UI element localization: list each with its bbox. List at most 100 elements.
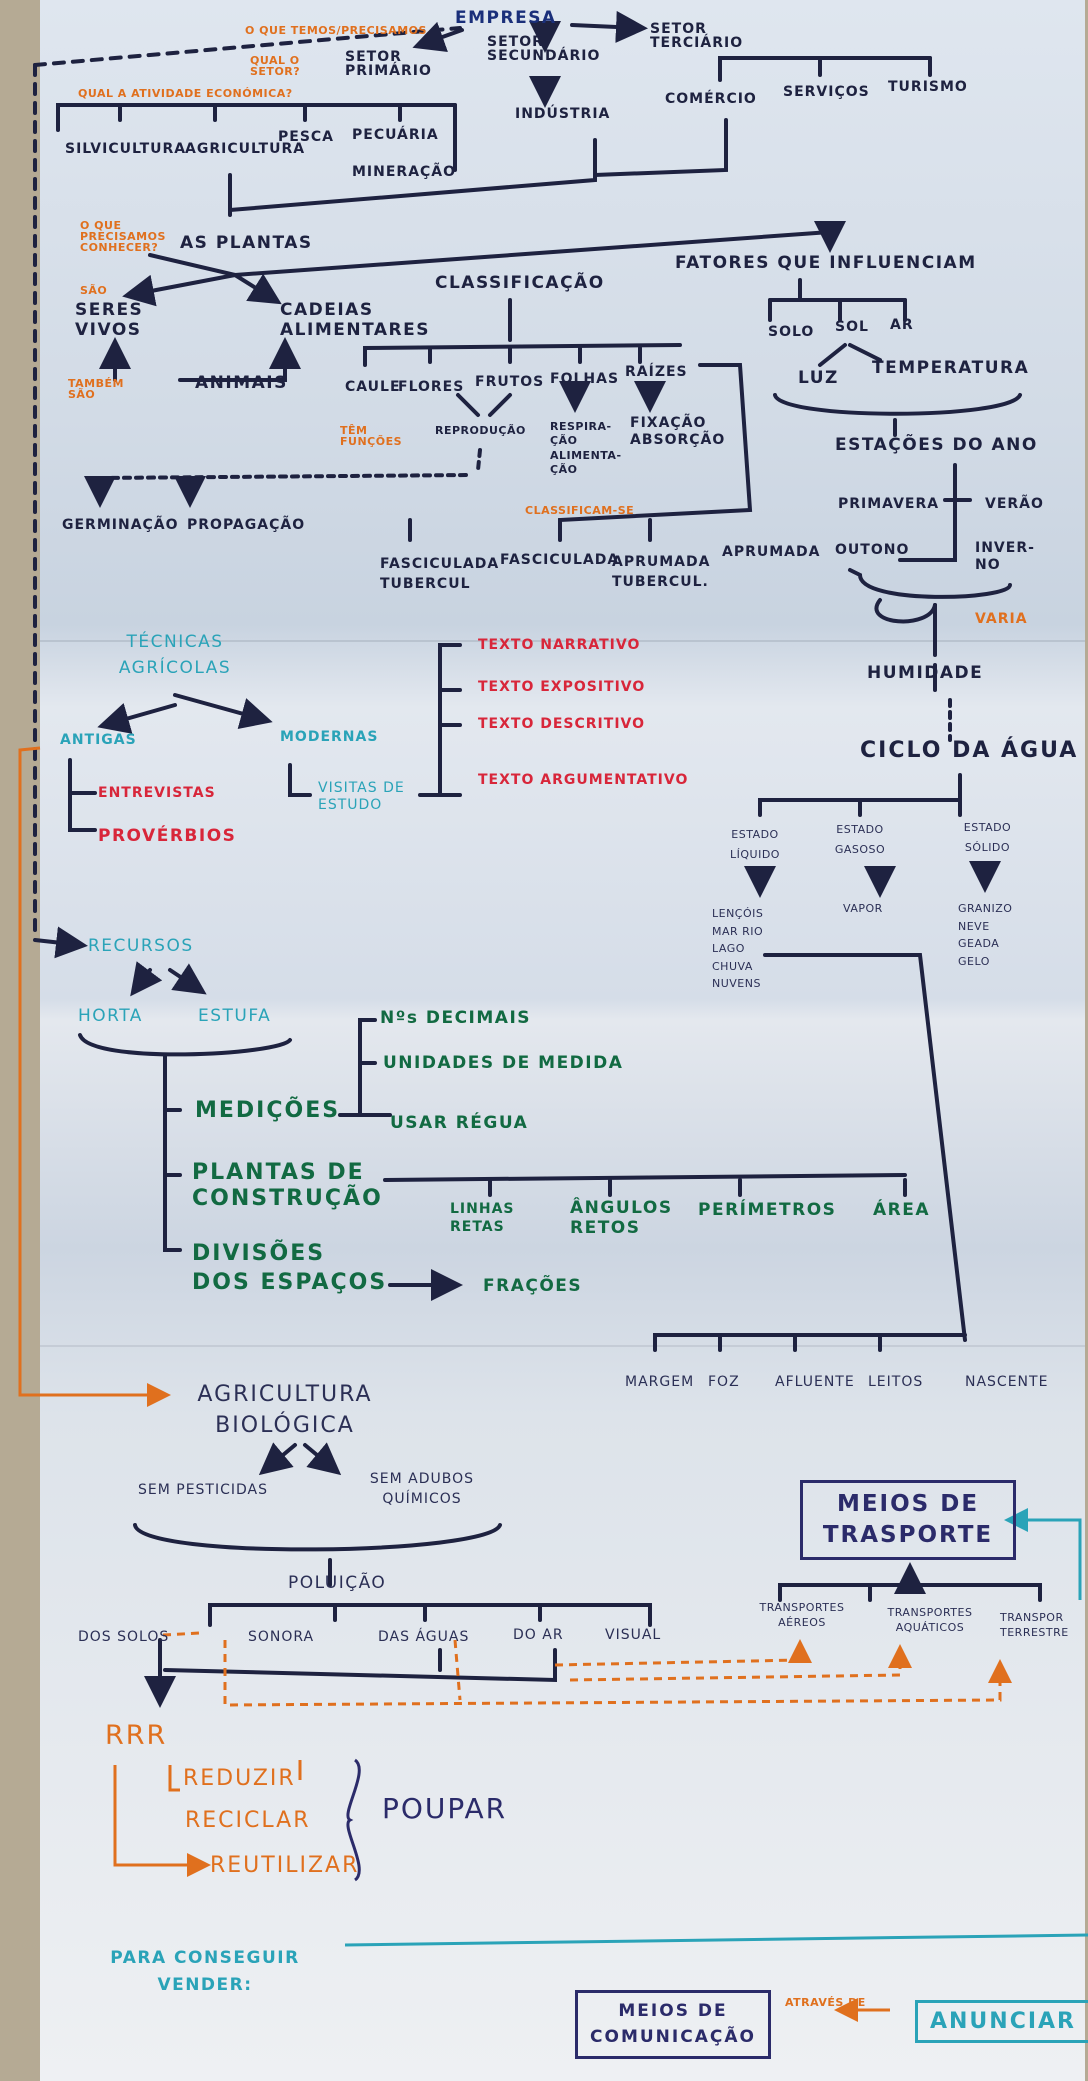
node-pesca: PESCA — [278, 129, 335, 145]
node-germinacao: GERMINAÇÃO — [62, 517, 179, 533]
node-transportes-terrestres: TRANSPOR TERRESTRE — [1000, 1611, 1069, 1640]
node-luz: LUZ — [798, 368, 839, 388]
node-sol: SOL — [835, 319, 869, 335]
node-reproducao: REPRODUÇÃO — [435, 424, 526, 437]
node-aprumada-tubercul: APRUMADA TUBERCUL. — [612, 554, 711, 590]
node-reciclar: RECICLAR — [185, 1808, 311, 1833]
node-estado-gasoso: ESTADO GASOSO — [834, 823, 886, 856]
node-industria: INDÚSTRIA — [515, 106, 611, 122]
node-flores: FLORES — [398, 379, 465, 395]
node-dos-solos: DOS SOLOS — [78, 1629, 170, 1645]
node-frutos: FRUTOS — [475, 374, 545, 390]
node-foz: FOZ — [708, 1374, 740, 1390]
node-para-vender: PARA CONSEGUIR VENDER: — [110, 1948, 300, 1996]
node-sem-adubos: SEM ADUBOS QUÍMICOS — [369, 1471, 475, 1507]
node-primavera: PRIMAVERA — [838, 496, 940, 512]
node-estufa: ESTUFA — [198, 1006, 272, 1026]
node-solido-items: GRANIZO NEVE GEADA GELO — [958, 902, 1013, 968]
node-texto-descritivo: TEXTO DESCRITIVO — [478, 716, 646, 732]
label-sao: SÃO — [80, 284, 108, 297]
node-tecnicas-agricolas: TÉCNICAS AGRÍCOLAS — [118, 632, 232, 678]
node-as-plantas: AS PLANTAS — [180, 233, 313, 253]
node-nascente: NASCENTE — [965, 1374, 1049, 1390]
node-ar: AR — [890, 317, 914, 333]
node-ciclo-agua: CICLO DA ÁGUA — [860, 738, 1079, 763]
node-anunciar: ANUNCIAR — [915, 2000, 1088, 2043]
node-seres-vivos: SERES VIVOS — [75, 300, 144, 341]
node-poupar: POUPAR — [382, 1792, 508, 1825]
node-aprumada: APRUMADA — [722, 544, 821, 560]
node-margem: MARGEM — [625, 1374, 695, 1390]
label-tambem-sao: TAMBÉM SÃO — [68, 377, 124, 401]
node-transportes-aereos: TRANSPORTES AÉREOS — [759, 1601, 845, 1630]
node-das-aguas: DAS ÁGUAS — [378, 1629, 470, 1645]
paper-fold — [40, 1345, 1085, 1347]
node-visitas-estudo: VISITAS DE ESTUDO — [318, 780, 405, 813]
label-varia: VARIA — [975, 611, 1028, 627]
node-setor-primario: SETOR PRIMÁRIO — [345, 49, 432, 79]
node-agricultura: AGRICULTURA — [185, 141, 306, 157]
node-recursos: RECURSOS — [88, 936, 194, 956]
node-cadeias-alimentares: CADEIAS ALIMENTARES — [280, 300, 430, 341]
node-turismo: TURISMO — [888, 79, 968, 95]
node-classificacao: CLASSIFICAÇÃO — [435, 273, 605, 293]
node-sonora: SONORA — [248, 1629, 315, 1645]
node-verao: VERÃO — [985, 496, 1044, 512]
node-comercio: COMÉRCIO — [665, 91, 757, 107]
node-afluente: AFLUENTE — [775, 1374, 855, 1390]
node-estado-solido: ESTADO SÓLIDO — [963, 821, 1012, 854]
node-mineracao: MINERAÇÃO — [352, 164, 457, 180]
node-fracoes: FRAÇÕES — [483, 1276, 583, 1296]
node-fatores: FATORES QUE INFLUENCIAM — [675, 253, 977, 273]
node-proverbios: PROVÉRBIOS — [98, 826, 237, 846]
node-meios-transporte: MEIOS DE TRASPORTE — [800, 1480, 1016, 1561]
node-propagacao: PROPAGAÇÃO — [187, 517, 306, 533]
node-empresa: EMPRESA — [455, 8, 557, 28]
node-silvicultura: SILVICULTURA — [65, 141, 187, 157]
node-area: ÁREA — [873, 1200, 931, 1220]
node-setor-secundario: SETOR SECUNDÁRIO — [487, 34, 601, 64]
node-leitos: LEITOS — [868, 1374, 924, 1390]
node-poluicao: POLUIÇÃO — [288, 1573, 387, 1593]
label-o-que-temos: O QUE TEMOS/PRECISAMOS — [245, 24, 427, 37]
node-medicoes: MEDIÇÕES — [195, 1098, 341, 1123]
node-horta: HORTA — [78, 1006, 143, 1026]
node-divisoes-espacos: DIVISÕES DOS ESPAÇOS — [192, 1241, 388, 1295]
node-meios-comunicacao: MEIOS DE COMUNICAÇÃO — [575, 1990, 771, 2059]
node-vapor: VAPOR — [843, 902, 883, 915]
node-outono: OUTONO — [835, 542, 910, 558]
node-caule: CAULE — [345, 379, 401, 395]
node-regua: USAR RÉGUA — [390, 1113, 529, 1133]
node-reduzir: REDUZIR — [183, 1766, 296, 1791]
node-linhas-retas: LINHAS RETAS — [450, 1201, 515, 1236]
node-texto-narrativo: TEXTO NARRATIVO — [478, 637, 641, 653]
node-perimetros: PERÍMETROS — [698, 1200, 837, 1220]
paper-fold — [40, 640, 1085, 642]
node-texto-expositivo: TEXTO EXPOSITIVO — [478, 679, 646, 695]
label-o-que-precisamos: O QUE PRECISAMOS CONHECER? — [80, 219, 166, 254]
node-visual: VISUAL — [605, 1627, 662, 1643]
node-do-ar: DO AR — [513, 1627, 564, 1643]
node-angulos-retos: ÂNGULOS RETOS — [570, 1198, 673, 1239]
node-transportes-aquaticos: TRANSPORTES AQUÁTICOS — [887, 1606, 973, 1635]
node-reutilizar: REUTILIZAR — [210, 1853, 360, 1878]
node-estado-liquido: ESTADO LÍQUIDO — [730, 828, 780, 861]
label-qual-atividade: QUAL A ATIVIDADE ECONÓMICA? — [78, 87, 293, 100]
node-unidades: UNIDADES DE MEDIDA — [383, 1053, 624, 1073]
node-folhas: FOLHAS — [550, 371, 620, 387]
node-animais: ANIMAIS — [195, 373, 288, 393]
label-qual-setor: QUAL O SETOR? — [250, 54, 301, 78]
node-texto-argumentativo: TEXTO ARGUMENTATIVO — [478, 772, 689, 788]
node-servicos: SERVIÇOS — [783, 84, 870, 100]
node-setor-terciario: SETOR TERCIÁRIO — [650, 21, 744, 51]
node-entrevistas: ENTREVISTAS — [98, 785, 216, 801]
node-humidade: HUMIDADE — [867, 663, 984, 683]
node-decimais: Nºs DECIMAIS — [380, 1008, 532, 1028]
label-atraves-de: ATRAVÉS DE — [785, 1996, 866, 2009]
node-fasciculada-tubercul: FASCICULADA TUBERCUL — [380, 556, 500, 592]
node-solo: SOLO — [768, 324, 815, 340]
node-plantas-construcao: PLANTAS DE CONSTRUÇÃO — [192, 1160, 383, 1212]
label-classificam-se: CLASSIFICAM-SE — [525, 504, 635, 517]
node-raizes: RAÍZES — [625, 364, 688, 380]
